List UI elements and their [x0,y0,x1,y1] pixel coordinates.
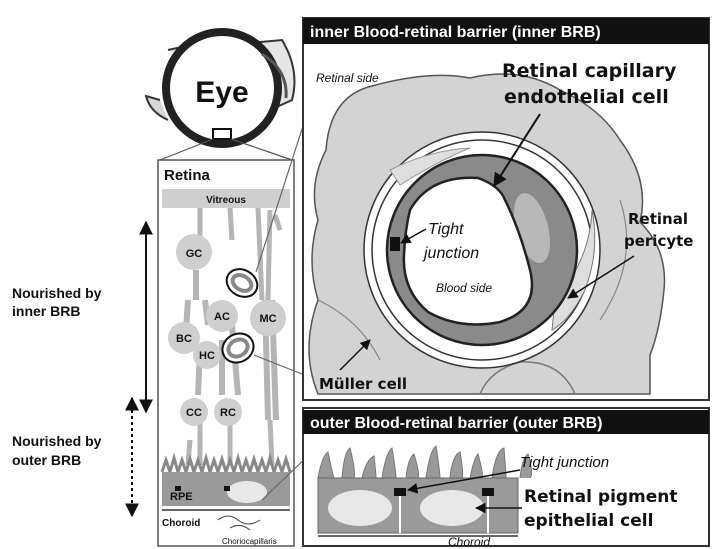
retina-choroid-label: Choroid [162,518,200,529]
inner-banner: inner Blood-retinal barrier (inner BRB) [310,24,601,41]
rc-label: RC [220,407,236,419]
capillary-label-line2: endothelial cell [504,86,669,108]
inner-brb-panel: inner Blood-retinal barrier (inner BRB) … [303,18,709,400]
outer-tight-junction-left [394,488,406,496]
capillary-label-line1: Retinal capillary [502,60,677,82]
rpe-label: RPE [170,491,193,503]
tight-label-line1: Tight [428,221,464,238]
outer-nourish-line1: Nourished by [12,433,102,449]
outer-brb-panel: outer Blood-retinal barrier (outer BRB) … [303,408,709,549]
rpe-label-line2: epithelial cell [524,511,653,531]
bc-label: BC [176,333,192,345]
rpe-nucleus-left [328,490,392,526]
inner-nourish-line1: Nourished by [12,285,102,301]
eye-illustration: Eye [146,32,294,144]
choriocapillaris-label: Choriocapillaris [222,537,277,546]
ac-label: AC [214,311,230,323]
outer-banner: outer Blood-retinal barrier (outer BRB) [310,415,602,432]
nourishment-labels: Nourished by inner BRB Nourished by oute… [12,222,146,516]
blood-side-label: Blood side [436,281,492,295]
pericyte-label-line1: Retinal [628,210,688,228]
tight-junction-marker [390,237,400,251]
tight-label-line2: junction [422,245,479,262]
inner-nourish-line2: inner BRB [12,303,80,319]
outer-tight-junction-right [482,488,494,496]
vitreous-label: Vitreous [206,195,246,206]
rpe-label-line1: Retinal pigment [524,487,678,507]
retina-title: Retina [164,167,211,184]
outer-nourish-line2: outer BRB [12,452,81,468]
cc-label: CC [186,407,202,419]
rpe-nucleus-right [420,490,484,526]
rpe-nucleus [227,481,267,503]
outer-choroid-label: Choroid [448,535,490,549]
eye-label: Eye [195,76,248,109]
retinal-side-label: Retinal side [316,71,379,85]
muller-label: Müller cell [319,375,407,393]
hc-label: HC [199,350,215,362]
retina-zoom-box [213,129,231,139]
gc-label: GC [186,248,203,260]
mc-label: MC [259,313,276,325]
pericyte-label-line2: pericyte [624,232,693,250]
outer-tight-junction-label: Tight junction [520,454,609,471]
